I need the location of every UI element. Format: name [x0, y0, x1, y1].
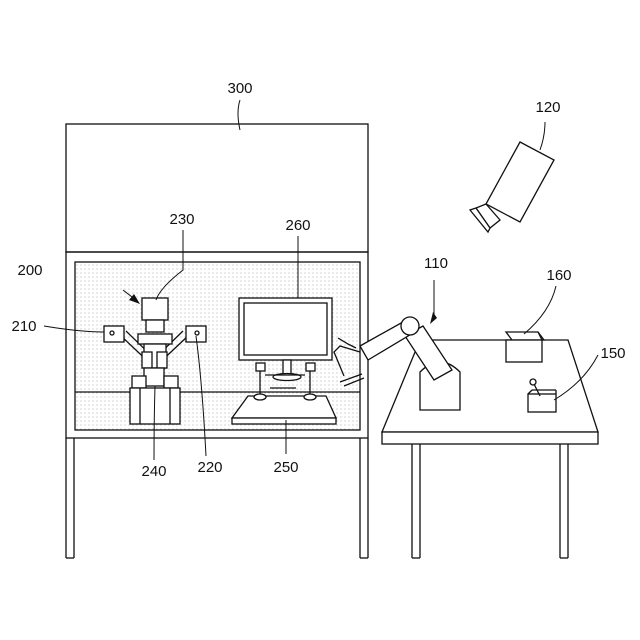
label-left-arm: 210 — [11, 318, 36, 335]
label-cabinet: 300 — [227, 80, 252, 97]
label-robot-arm: 110 — [424, 255, 448, 272]
label-surgical-robot: 200 — [17, 262, 42, 279]
label-box: 160 — [546, 267, 571, 284]
label-controller: 150 — [600, 345, 625, 362]
label-camera: 120 — [535, 99, 560, 116]
label-console: 250 — [273, 459, 298, 476]
label-right-arm: 220 — [197, 459, 222, 476]
label-top-unit: 230 — [169, 211, 194, 228]
label-microscope: 240 — [141, 463, 166, 480]
robot-table — [382, 340, 598, 558]
label-monitor: 260 — [285, 217, 310, 234]
camera-120 — [470, 142, 554, 232]
box-160 — [506, 332, 544, 362]
